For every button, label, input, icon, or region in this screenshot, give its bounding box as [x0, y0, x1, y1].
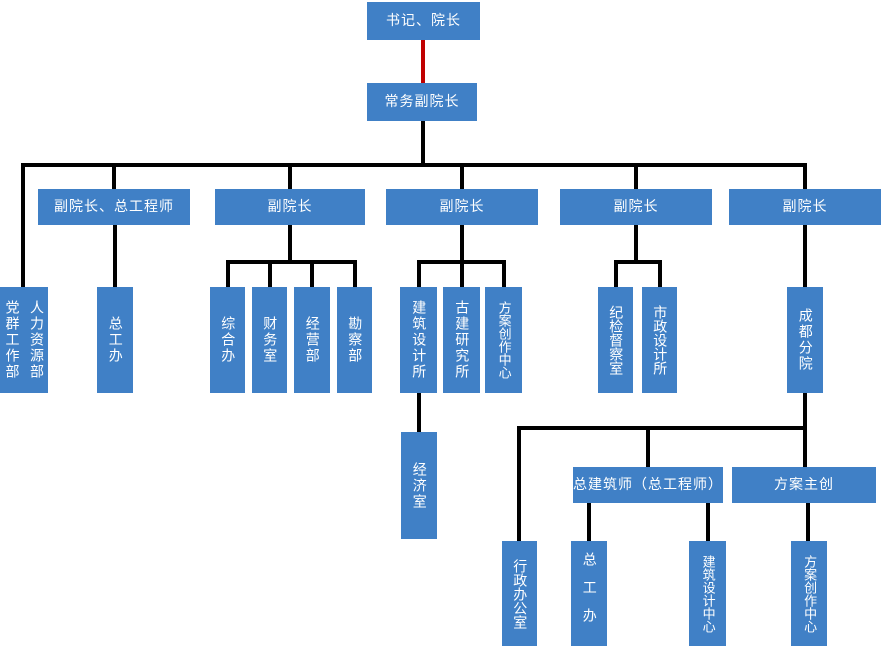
org-node-vp5: 副院长	[729, 189, 881, 225]
org-node-party-mass-dept: 党群工作部	[4, 300, 21, 380]
connector	[502, 260, 506, 289]
connector	[226, 260, 230, 289]
org-node-survey-dept: 勘察部	[337, 287, 372, 393]
org-node-party-mass-and-hr: 党群工作部 人力资源部	[0, 287, 48, 393]
connector	[517, 426, 521, 543]
connector	[113, 223, 117, 289]
org-node-chief-engineer-office: 总工办	[97, 287, 133, 393]
org-node-finance-office: 财务室	[252, 287, 287, 393]
connector	[417, 391, 421, 434]
connector	[288, 223, 292, 264]
org-node-arch-design-center: 建筑设计中心	[689, 541, 726, 646]
org-node-chengdu-branch: 成都分院	[787, 287, 823, 393]
connector-main-bus	[21, 163, 807, 167]
org-node-vp2: 副院长	[215, 189, 365, 225]
connector	[646, 426, 650, 469]
connector	[353, 260, 357, 289]
org-node-vp4: 副院长	[560, 189, 712, 225]
org-node-hr-dept: 人力资源部	[29, 300, 45, 380]
org-node-root: 书记、院长	[367, 2, 480, 40]
connector	[634, 223, 638, 264]
connector	[21, 163, 25, 289]
org-node-scheme-creation-center-branch: 方案创作中心	[791, 541, 827, 646]
org-node-municipal-design-institute: 市政设计所	[642, 287, 677, 393]
connector	[460, 163, 464, 191]
connector-branch-bus	[517, 426, 807, 430]
connector	[803, 223, 807, 289]
connector-root-exec	[421, 40, 425, 85]
connector	[310, 260, 314, 289]
connector	[634, 163, 638, 191]
connector	[460, 260, 464, 289]
connector	[587, 501, 591, 543]
org-node-vp3: 副院长	[386, 189, 538, 225]
org-node-arch-design-institute: 建筑设计所	[400, 287, 437, 393]
connector	[421, 119, 425, 165]
org-node-chief-engineer-office-branch: 总工办	[571, 541, 607, 646]
org-node-economy-office: 经济室	[401, 432, 437, 539]
connector	[658, 260, 662, 289]
org-node-chief-architect: 总建筑师（总工程师）	[573, 467, 723, 503]
connector	[614, 260, 618, 289]
connector	[806, 501, 810, 543]
org-node-scheme-lead: 方案主创	[732, 467, 876, 503]
connector	[268, 260, 272, 289]
connector	[417, 260, 421, 289]
org-node-operations-dept: 经营部	[294, 287, 330, 393]
connector	[226, 260, 357, 264]
connector	[614, 260, 662, 264]
org-node-executive-vice-dean: 常务副院长	[367, 83, 477, 121]
connector	[706, 501, 710, 543]
connector	[460, 223, 464, 264]
connector	[803, 163, 807, 191]
org-node-general-office: 综合办	[210, 287, 245, 393]
connector	[288, 163, 292, 191]
org-node-ancient-arch-institute: 古建研究所	[443, 287, 480, 393]
org-node-admin-office: 行政办公室	[502, 541, 537, 646]
connector	[112, 163, 116, 191]
org-node-scheme-creation-center: 方案创作中心	[485, 287, 522, 393]
connector	[803, 391, 807, 469]
org-node-discipline-inspection-office: 纪检督察室	[598, 287, 633, 393]
org-node-vp-chief-engineer: 副院长、总工程师	[38, 189, 190, 225]
